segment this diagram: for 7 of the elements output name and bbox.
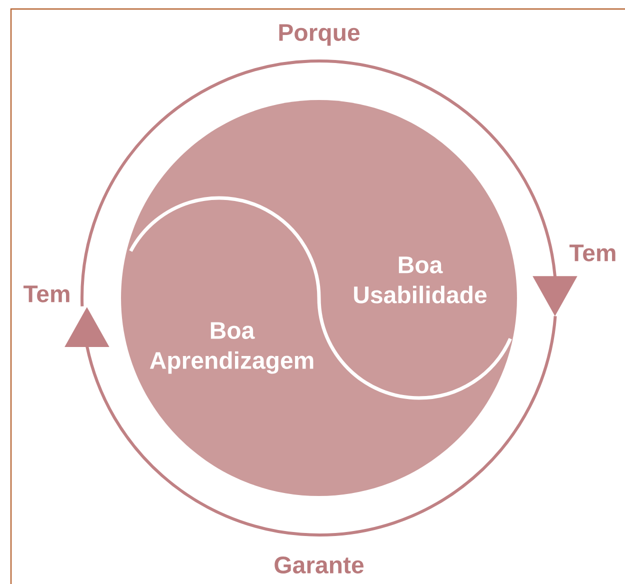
circle-disc (121, 100, 517, 496)
edge-label: Garante (274, 556, 364, 574)
region-label: Boa Usabilidade (354, 256, 487, 304)
region-label: Boa Aprendizagem (150, 322, 314, 374)
edge-label: Porque (279, 24, 360, 46)
arrow-label: Tem (24, 286, 70, 302)
arrow-label: Tem (569, 244, 616, 262)
